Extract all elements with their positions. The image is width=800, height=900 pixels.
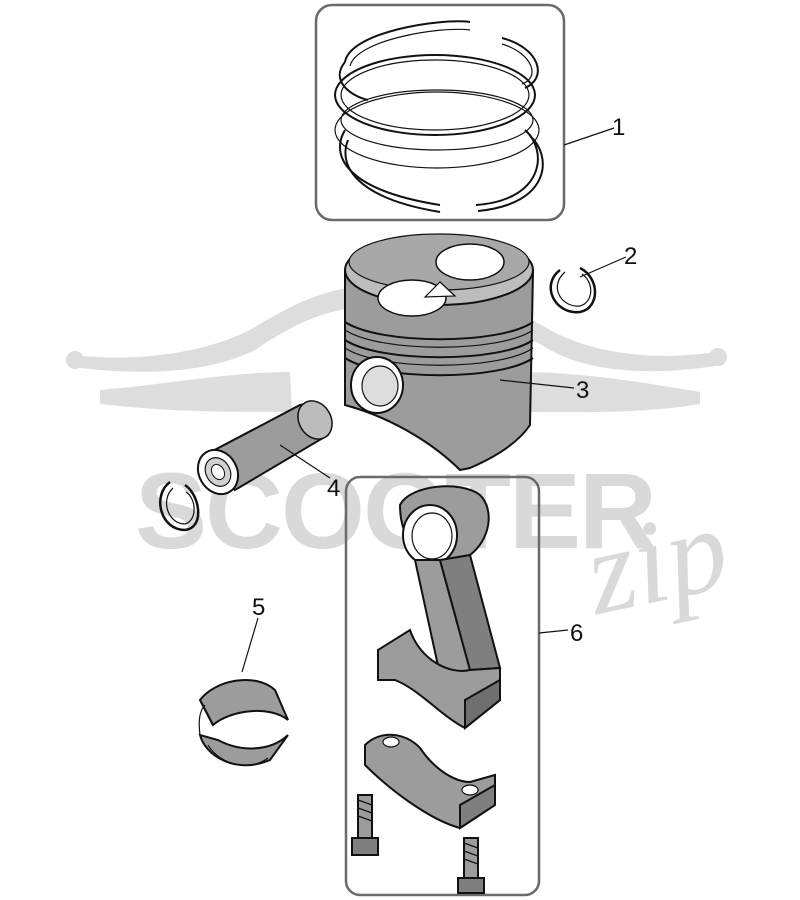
callout-leader-2 [579,256,627,278]
callout-leader-3 [499,379,575,389]
callout-label-4: 4 [327,475,340,502]
callout-label-2: 2 [624,243,637,270]
connecting-rod-box [344,475,541,897]
callout-leader-5 [241,617,259,673]
watermark-script-text: zip [572,481,739,641]
piston-pin-clip-top [549,266,597,314]
callout-label-3: 3 [576,377,589,404]
callout-label-6: 6 [570,620,583,647]
callout-leader-4 [279,444,331,479]
piston-rings-box [314,3,566,222]
connecting-rod [344,475,541,897]
bearing-shells [198,678,289,767]
connecting-rod-bolts [351,794,485,894]
callout-leader-6 [538,629,569,634]
watermark-logo: SCOOTER zip [66,283,739,640]
piston-pin [196,400,333,496]
callout-leader-1 [563,127,615,146]
callout-label-5: 5 [252,594,265,621]
callout-label-1: 1 [612,114,625,141]
piston [344,233,535,472]
piston-rings [314,3,566,222]
watermark-scooter-icon [66,283,727,413]
piston-pin-clip-left [159,480,200,532]
